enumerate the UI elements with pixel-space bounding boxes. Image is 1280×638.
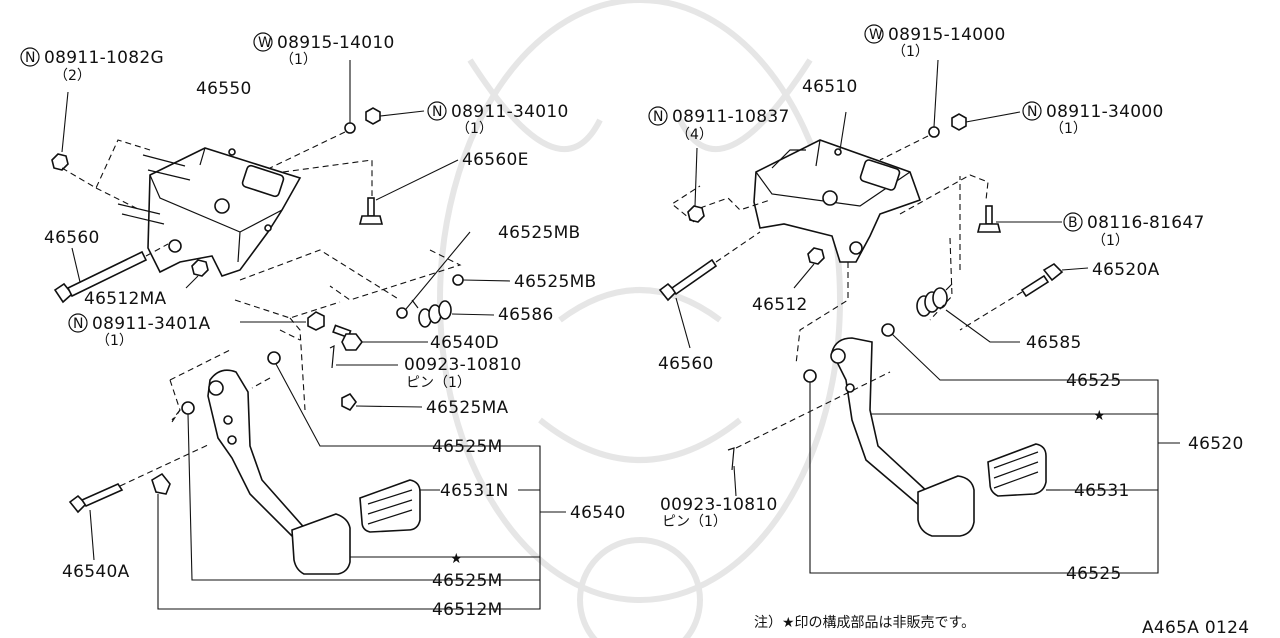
- label-46560E: 46560E: [462, 150, 529, 170]
- label-08116-81647: 08116-81647: [1087, 213, 1205, 233]
- label-46586: 46586: [498, 305, 554, 325]
- bush-46525MB-2: [452, 274, 464, 286]
- qty-08911-3401A: （1）: [96, 333, 133, 349]
- label-46512MA: 46512MA: [84, 289, 167, 309]
- label-08911-34000: 08911-34000: [1046, 102, 1164, 122]
- callout-symbols: [20, 24, 1083, 333]
- symbol-n-left-right: N: [653, 109, 663, 125]
- bush-46525-upper: [881, 323, 895, 337]
- label-46525MB-1: 46525MB: [498, 223, 581, 243]
- label-46512: 46512: [752, 295, 808, 315]
- pedal-bracket-left: [147, 147, 302, 277]
- label-46550: 46550: [196, 79, 252, 99]
- bolt-46540D: [332, 324, 363, 351]
- label-46525M-1: 46525M: [432, 437, 503, 457]
- symbol-b-bolt-right: B: [1068, 215, 1078, 231]
- qty-08915-14010: （1）: [280, 52, 317, 68]
- label-00923-10810-left: 00923-10810: [404, 355, 522, 375]
- drawing-id: A465A 0124: [1142, 618, 1249, 638]
- bush-46525M-lower: [181, 401, 195, 415]
- label-pin-right: ピン（1）: [662, 514, 727, 530]
- stopper-46512M: [151, 472, 171, 495]
- label-46540D: 46540D: [430, 333, 499, 353]
- nut-08911-3401A: [307, 311, 325, 331]
- symbol-n-mid-left: N: [73, 316, 83, 332]
- label-pin-left: ピン（1）: [406, 375, 471, 391]
- label-08915-14000: 08915-14000: [888, 25, 1006, 45]
- bush-46525M-top: [267, 351, 281, 365]
- bush-46525-lower: [803, 369, 817, 383]
- label-46560-left: 46560: [44, 228, 100, 248]
- bolt-08116-81647: [976, 205, 1002, 233]
- pedal-bracket-right: [753, 139, 922, 263]
- pedal-pad-46531: [987, 443, 1047, 497]
- symbol-n-top-left: N: [25, 50, 35, 66]
- label-46525M-2: 46525M: [432, 571, 503, 591]
- label-46512M: 46512M: [432, 600, 503, 620]
- qty-08915-14000: （1）: [892, 44, 929, 60]
- studs-left: [117, 154, 191, 225]
- bolt-46560-right: [658, 258, 718, 302]
- right-brake-pedal-assembly: [658, 59, 1180, 574]
- star-left: ★: [450, 551, 463, 567]
- bolt-46540A: [68, 482, 124, 514]
- nut-right-top: [951, 113, 967, 131]
- label-46525-upper: 46525: [1066, 371, 1122, 391]
- qty-08911-34000: （1）: [1050, 121, 1087, 137]
- watermark-emblem: [437, 0, 843, 638]
- pin-left: [329, 344, 335, 369]
- label-46525-lower: 46525: [1066, 564, 1122, 584]
- label-46540A: 46540A: [62, 562, 130, 582]
- label-46540: 46540: [570, 503, 626, 523]
- qty-08911-1082G: （2）: [54, 68, 91, 84]
- washer-right-top: [928, 126, 940, 138]
- label-46525MB-2: 46525MB: [514, 272, 597, 292]
- nut-46512MA: [191, 259, 209, 277]
- label-46525MA: 46525MA: [426, 398, 509, 418]
- label-46510: 46510: [802, 77, 858, 97]
- label-46585: 46585: [1026, 333, 1082, 353]
- symbol-n-nut-right: N: [1027, 104, 1037, 120]
- symbol-w-top-left: W: [258, 35, 272, 51]
- spring-46586: [411, 299, 452, 328]
- symbol-w-top-right: W: [869, 27, 883, 43]
- bolt-46560E: [358, 197, 384, 225]
- spring-46585: [916, 283, 953, 317]
- star-right: ★: [1093, 408, 1106, 424]
- symbol-n-nut-left: N: [432, 104, 442, 120]
- nut-left-top: [51, 153, 69, 171]
- bush-46525MB-1: [396, 307, 408, 319]
- clutch-pedal-left: [207, 369, 351, 575]
- nut-left-right: [365, 107, 381, 125]
- label-46531: 46531: [1074, 481, 1130, 501]
- label-46560-right: 46560: [658, 354, 714, 374]
- pin-bolt-46520A: [1020, 262, 1064, 298]
- label-08915-14010: 08915-14010: [277, 33, 395, 53]
- label-46520: 46520: [1188, 434, 1244, 454]
- label-08911-10837: 08911-10837: [672, 107, 790, 127]
- left-clutch-pedal-assembly: [51, 60, 566, 610]
- nut-08911-10837: [687, 205, 705, 223]
- label-00923-10810-right: 00923-10810: [660, 495, 778, 515]
- qty-08911-34010: （1）: [456, 121, 493, 137]
- qty-08911-10837: （4）: [676, 127, 713, 143]
- washer-left-top: [344, 122, 356, 134]
- label-08911-34010: 08911-34010: [451, 102, 569, 122]
- nut-46512: [807, 247, 825, 265]
- bolt-46560-left: [53, 250, 148, 304]
- label-46531N: 46531N: [440, 481, 509, 501]
- brake-pedal-right: [830, 337, 975, 537]
- qty-08116-81647: （1）: [1092, 233, 1129, 249]
- clip-46525MA: [341, 392, 357, 412]
- label-08911-3401A: 08911-3401A: [92, 314, 210, 334]
- label-08911-1082G: 08911-1082G: [44, 48, 164, 68]
- footnote: 注）★印の構成部品は非販売です。: [754, 615, 975, 631]
- label-46520A: 46520A: [1092, 260, 1160, 280]
- pin-right: [727, 447, 735, 471]
- pedal-pad-46531N: [359, 479, 421, 533]
